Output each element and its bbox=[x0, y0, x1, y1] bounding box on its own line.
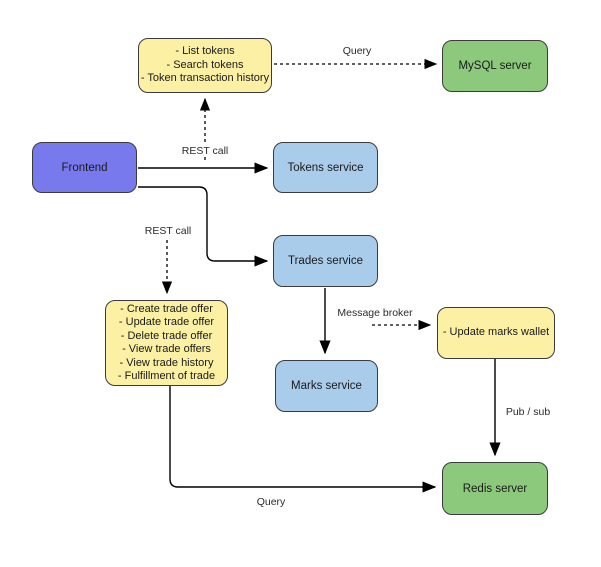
node-frontend: Frontend bbox=[32, 142, 137, 193]
note-line: - Delete trade offer bbox=[120, 329, 213, 342]
edge-frontend-to-trades-service bbox=[138, 186, 269, 267]
node-note-trades: - Create trade offer - Update trade offe… bbox=[105, 300, 228, 386]
note-line: - Update trade offer bbox=[118, 316, 215, 328]
edge-label-query-bottom: Query bbox=[254, 496, 288, 508]
note-line: - View trade offers bbox=[122, 343, 211, 355]
node-label: - Update marks wallet bbox=[442, 326, 550, 339]
node-trades-service: Trades service bbox=[273, 235, 378, 287]
edge-note-trades-to-redis bbox=[169, 386, 437, 493]
node-label: Frontend bbox=[61, 161, 108, 174]
note-line: - Create trade offer bbox=[120, 302, 213, 315]
edge-label-rest-call-tokens: REST call bbox=[179, 145, 231, 157]
node-redis-server: Redis server bbox=[442, 462, 548, 515]
node-mysql-server: MySQL server bbox=[442, 40, 548, 92]
edge-label-rest-call-trades: REST call bbox=[142, 225, 194, 237]
note-line: - Search tokens bbox=[166, 58, 244, 71]
node-tokens-service: Tokens service bbox=[273, 142, 378, 193]
node-note-tokens: - List tokens - Search tokens - Token tr… bbox=[138, 38, 272, 93]
note-line: - List tokens bbox=[175, 45, 235, 58]
note-line: - Token transaction history bbox=[140, 72, 270, 85]
node-label: Marks service bbox=[291, 380, 362, 392]
node-note-marks: - Update marks wallet bbox=[437, 307, 555, 359]
node-label: Redis server bbox=[462, 482, 528, 495]
note-line: - Fulfillment of trade bbox=[117, 370, 216, 382]
edge-label-pub-sub: Pub / sub bbox=[503, 406, 553, 418]
edge-label-message-broker: Message broker bbox=[335, 307, 415, 319]
node-label: Tokens service bbox=[287, 161, 364, 174]
node-label: MySQL server bbox=[458, 60, 532, 72]
node-marks-service: Marks service bbox=[275, 360, 378, 412]
note-line: - View trade history bbox=[119, 356, 214, 369]
node-label: Trades service bbox=[288, 255, 363, 267]
edge-label-query-top: Query bbox=[340, 45, 374, 57]
